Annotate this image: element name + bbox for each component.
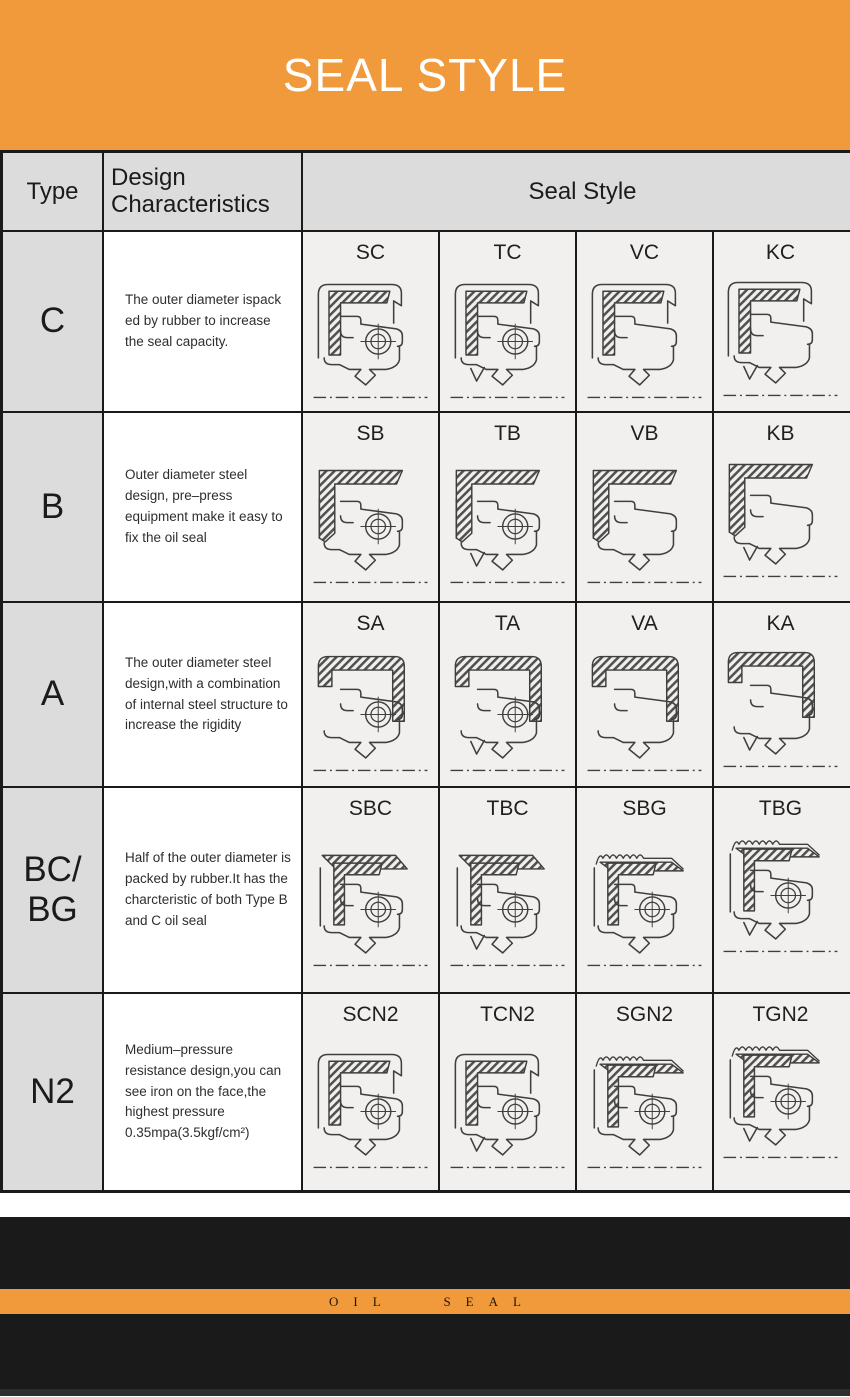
table-row-a: A The outer diameter steel design,with a… [3,603,850,788]
seal-cross-section-diagram [578,269,711,411]
seal-cell: TCN2 [440,994,577,1190]
seal-cross-section-diagram [304,1031,437,1190]
seal-cell: KA [714,603,850,786]
table-row-c: C The outer diameter ispack ed by rubber… [3,232,850,413]
description-cell: Half of the outer diameter is packed by … [104,788,303,992]
seal-code: SC [355,241,386,264]
seal-cross-section-diagram [304,269,437,411]
seal-code: VA [631,612,658,635]
seal-cross-section-diagram [578,450,711,601]
seal-cell: TBC [440,788,577,992]
seal-cross-section-diagram [714,450,847,589]
seal-cell: SBG [577,788,714,992]
seal-cross-section-diagram [441,450,574,601]
seal-code: TA [494,612,521,635]
seal-cell: TC [440,232,577,411]
page-title: SEAL STYLE [282,49,568,101]
description-cell: Outer diameter steel design, pre–press e… [104,413,303,601]
seal-code: KC [765,241,796,264]
type-cell: A [3,603,104,786]
seal-cell: TB [440,413,577,601]
seal-cross-section-diagram [714,825,847,964]
seal-code: TCN2 [480,1003,535,1026]
seal-cross-section-diagram [304,450,437,601]
type-label: B [40,486,65,526]
type-label: C [39,301,66,341]
footer: OIL SEAL [0,1193,850,1396]
description-cell: Medium–pressure resistance design,you ca… [104,994,303,1190]
table-row-b: B Outer diameter steel design, pre–press… [3,413,850,603]
col-header-seal-style: Seal Style [303,153,850,230]
seal-code: SA [356,612,385,635]
seal-cell: SBC [303,788,440,992]
description-text: Outer diameter steel design, pre–press e… [125,467,283,545]
table-row-bc-bg: BC/ BG Half of the outer diameter is pac… [3,788,850,994]
seal-cell: VC [577,232,714,411]
footer-bottom-strip [0,1389,850,1396]
seal-code: SGN2 [615,1003,674,1026]
seal-cross-section-diagram [714,640,847,779]
footer-black-band [0,1314,850,1389]
description-cell: The outer diameter ispack ed by rubber t… [104,232,303,411]
seal-cell: TA [440,603,577,786]
seal-code: TBG [758,797,803,820]
seal-code: VB [630,422,659,445]
seal-cross-section-diagram [578,825,711,992]
seal-cell: KB [714,413,850,601]
seal-cell: TGN2 [714,994,850,1190]
seal-code: KB [766,422,795,445]
seal-cell: SA [303,603,440,786]
seal-cell: SB [303,413,440,601]
seal-code: VC [629,241,660,264]
seal-code: SB [356,422,385,445]
seal-cross-section-diagram [714,1031,847,1170]
description-text: The outer diameter steel design,with a c… [125,654,288,733]
seal-code: TC [493,241,522,264]
seal-code: TBC [486,797,529,820]
description-text: Half of the outer diameter is packed by … [125,850,291,928]
col-header-design-characteristics: Design Characteristics [104,153,303,230]
seal-cell: VA [577,603,714,786]
footer-black-band [0,1217,850,1289]
seal-cross-section-diagram [304,640,437,786]
type-cell: B [3,413,104,601]
seal-code: KA [766,612,795,635]
seal-code: TGN2 [752,1003,809,1026]
footer-stripe-label: OIL SEAL [329,1293,536,1309]
type-cell: N2 [3,994,104,1190]
seal-cell: VB [577,413,714,601]
seal-cross-section-diagram [304,825,437,992]
type-cell: C [3,232,104,411]
seal-cross-section-diagram [441,825,574,992]
seal-cross-section-diagram [441,640,574,786]
banner: SEAL STYLE [0,0,850,150]
seal-code: SCN2 [342,1003,399,1026]
description-cell: The outer diameter steel design,with a c… [104,603,303,786]
table-row-n2: N2 Medium–pressure resistance design,you… [3,994,850,1190]
seal-cell: SCN2 [303,994,440,1190]
seal-cross-section-diagram [441,269,574,411]
seal-cell: KC [714,232,850,411]
seal-cross-section-diagram [714,269,847,408]
type-label: A [40,674,65,714]
footer-white-gap [0,1193,850,1217]
seal-cell: SC [303,232,440,411]
type-label: N2 [30,1071,75,1111]
seal-code: SBG [622,797,667,820]
seal-cross-section-diagram [441,1031,574,1190]
description-text: The outer diameter ispack ed by rubber t… [125,292,282,349]
seal-code: SBC [348,797,393,820]
col-header-type: Type [3,153,104,230]
table-header-row: Type Design Characteristics Seal Style [3,153,850,232]
seal-cross-section-diagram [578,640,711,786]
seal-cross-section-diagram [578,1031,711,1190]
seal-style-table: Type Design Characteristics Seal Style C… [0,150,850,1193]
footer-orange-stripe: OIL SEAL [0,1289,850,1314]
seal-cell: SGN2 [577,994,714,1190]
seal-cell: TBG [714,788,850,992]
type-cell: BC/ BG [3,788,104,992]
seal-code: TB [494,422,521,445]
description-text: Medium–pressure resistance design,you ca… [125,1041,282,1141]
type-label: BC/ BG [23,849,82,929]
